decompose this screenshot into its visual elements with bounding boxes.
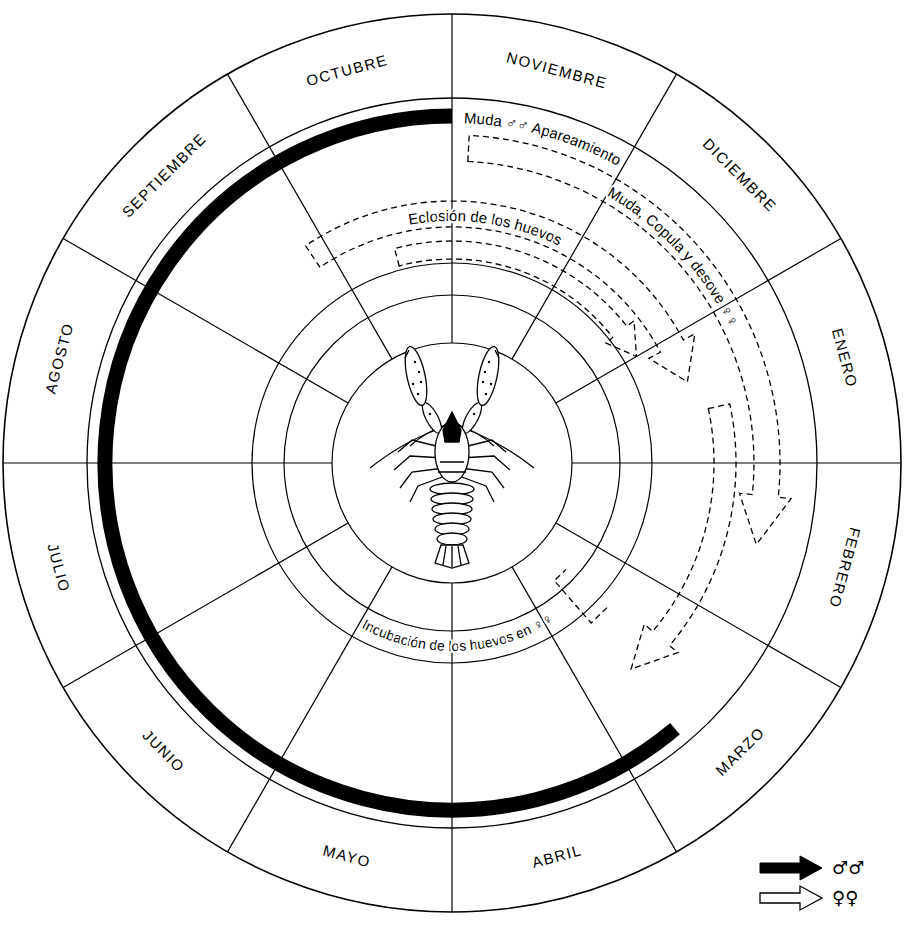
month-divider (228, 74, 393, 359)
crayfish-tail-line (443, 546, 461, 567)
month-divider (63, 239, 348, 404)
month-name: ABRIL (531, 842, 584, 870)
month-divider (451, 583, 452, 912)
crayfish-claw (473, 345, 503, 407)
crayfish-tail (435, 545, 469, 568)
month-name: DICIEMBRE (700, 136, 779, 215)
ring-circle (284, 295, 620, 631)
legend-samples (760, 856, 822, 910)
month-name: SEPTIEMBRE (119, 130, 209, 220)
month-divider (63, 523, 348, 688)
month-name: MAYO (321, 843, 372, 870)
incubation-bracket (554, 569, 607, 623)
phase-label: Incubación de los huevos en ♀♀ (360, 610, 556, 654)
month-name: OCTUBRE (304, 52, 389, 88)
crayfish-head (443, 412, 461, 442)
month-name: AGOSTO (42, 321, 75, 395)
month-divider (556, 239, 841, 404)
arc-label: Eclosión de los huevos (407, 207, 565, 249)
ring-circle (3, 14, 901, 912)
crayfish-carapace-line (438, 462, 466, 472)
month-name: JUNIO (140, 727, 188, 775)
month-name: MARZO (713, 724, 767, 778)
month-name: FEBRERO (827, 526, 863, 610)
month-divider (228, 567, 393, 852)
phase-label: Muda, Copula y desove ♀♀ (605, 183, 743, 329)
male-arrow-sample (760, 856, 822, 880)
female-period-arrow (306, 201, 695, 382)
crayfish-segment (437, 533, 467, 545)
crayfish-dots (412, 361, 492, 415)
female-period-arrow (395, 241, 637, 356)
phase-label: Muda ♂♂ Apareamiento (464, 109, 625, 168)
ring-circle (332, 343, 572, 583)
month-divider (451, 14, 452, 343)
arc-label: Muda, Copula y desove ♀♀ (605, 183, 743, 329)
arc-label: Incubación de los huevos en ♀♀ (360, 610, 556, 654)
phase-label: Eclosión de los huevos (407, 207, 565, 249)
month-name: NOVIEMBRE (505, 49, 609, 90)
male-period-arc (105, 116, 675, 810)
crayfish-pincer (405, 350, 499, 358)
female-period-arrow (468, 135, 791, 544)
crayfish-claw (401, 345, 431, 407)
month-name: ENERO (830, 326, 860, 389)
female-arrow-sample (760, 886, 822, 910)
month-name: JULIO (45, 542, 72, 594)
wheel-geometry (3, 14, 901, 912)
month-divider (556, 523, 841, 688)
crayfish-illustration (370, 345, 534, 568)
legend-label: ♂♂ (832, 859, 864, 877)
legend-label: ♀♀ (832, 889, 858, 907)
month-divider (512, 567, 677, 852)
month-divider (3, 462, 332, 463)
female-period-arrow (631, 404, 736, 669)
arc-label: Muda ♂♂ Apareamiento (464, 109, 625, 168)
